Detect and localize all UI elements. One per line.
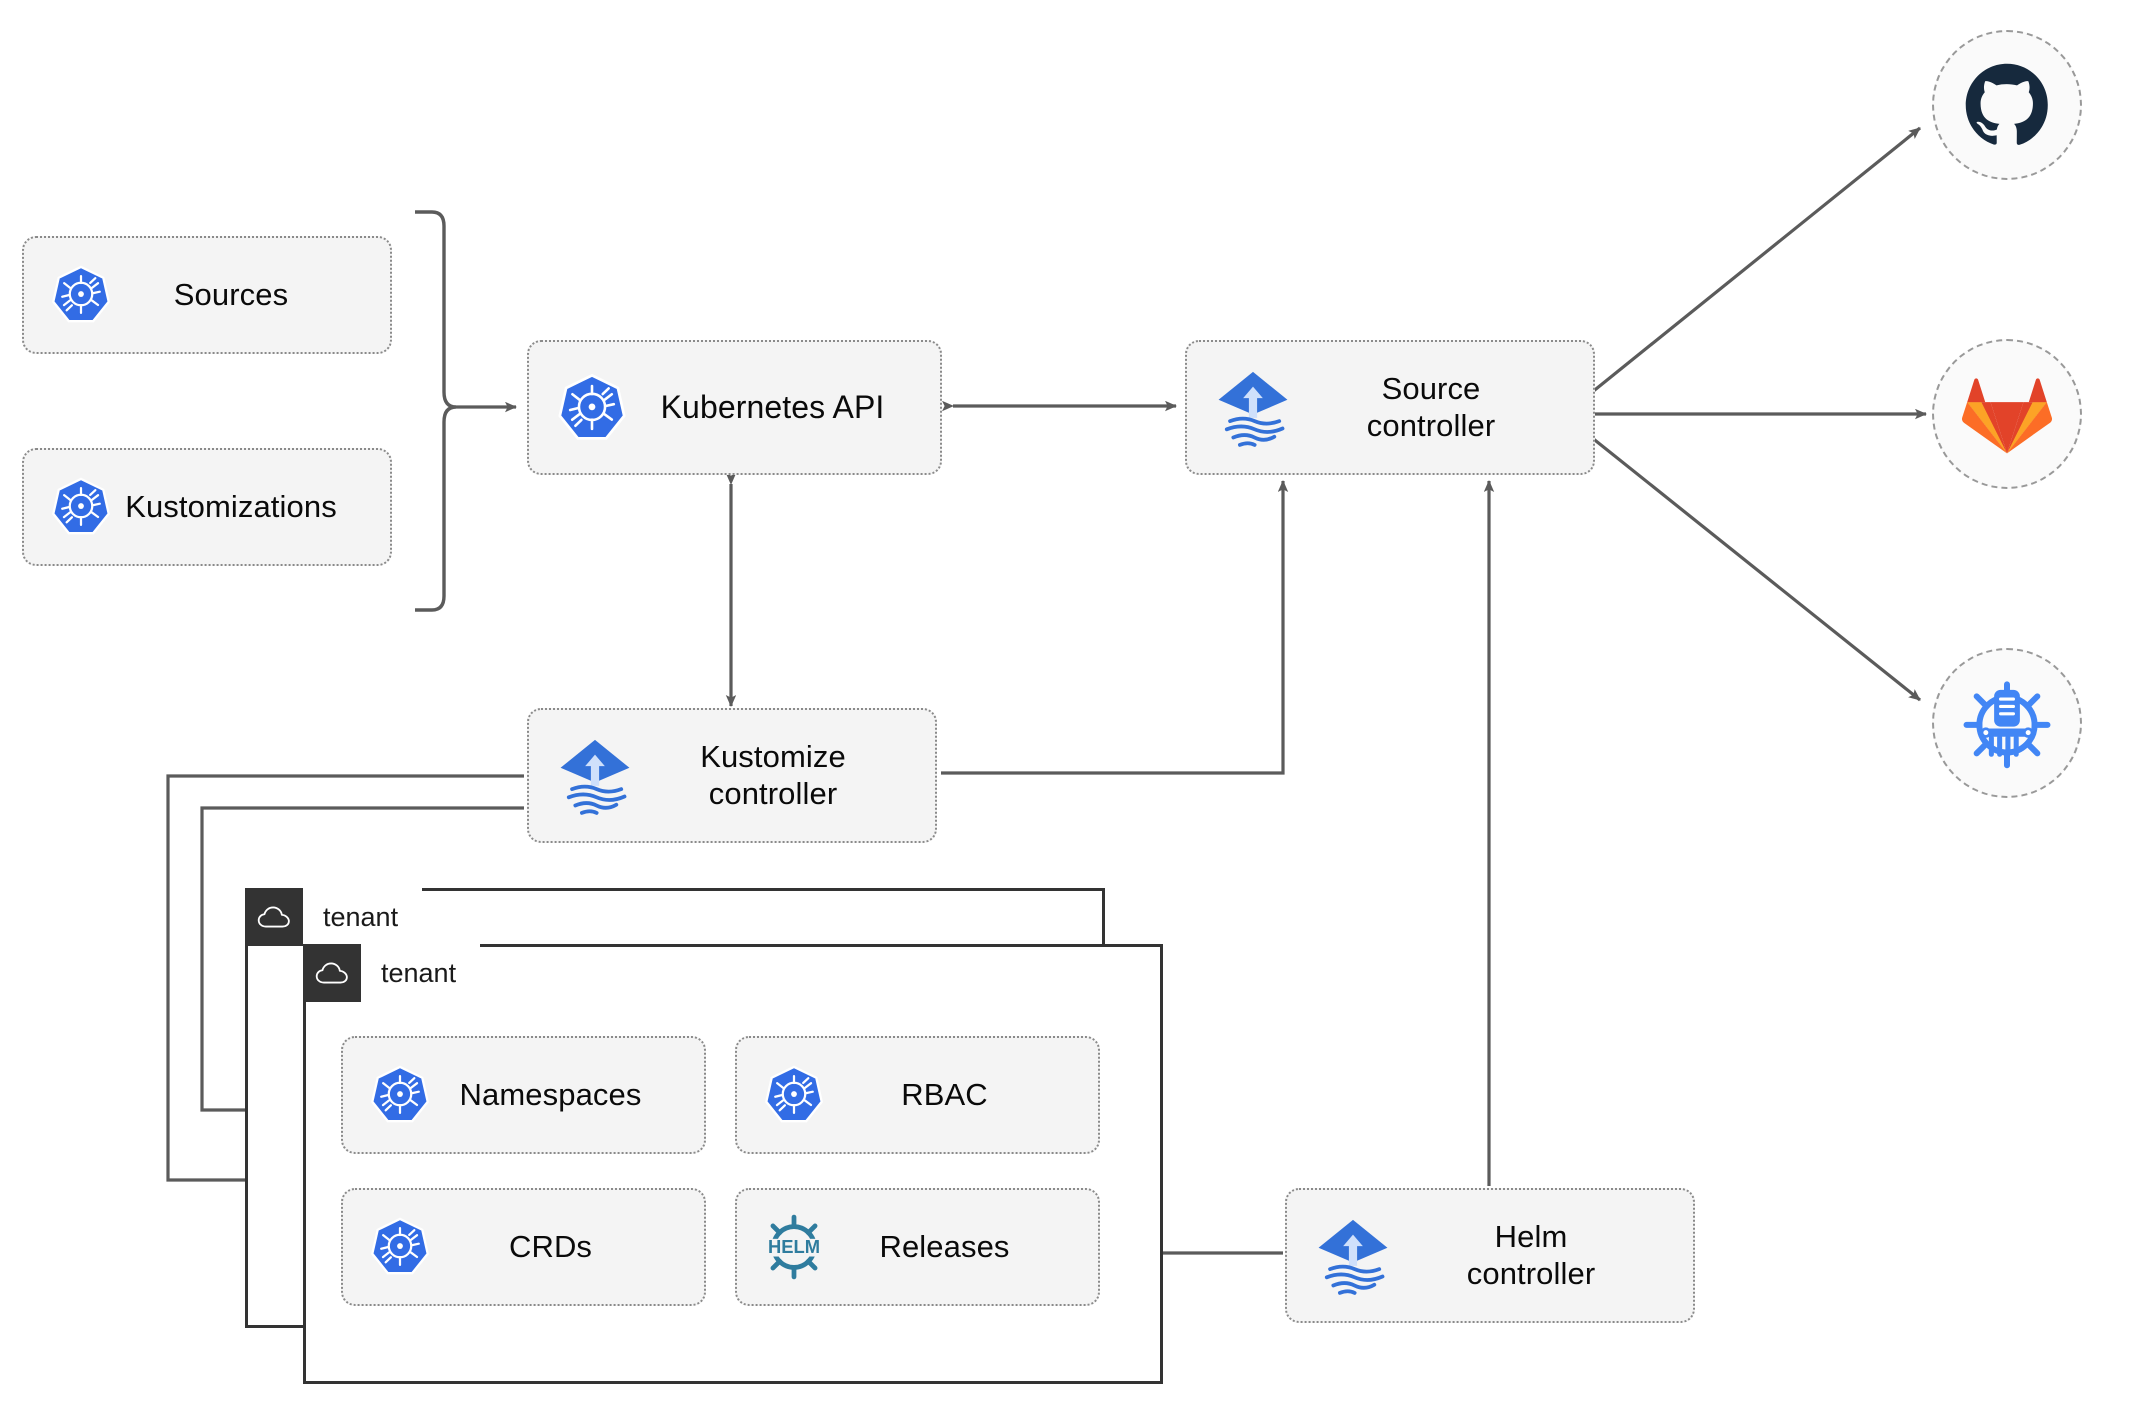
tenant-resource-releases[interactable]: HELM Releases: [735, 1188, 1100, 1306]
cloud-icon: [303, 944, 361, 1002]
kubernetes-icon: [46, 472, 116, 542]
resource-label: Sources: [173, 276, 289, 312]
tenant-resource-namespaces[interactable]: Namespaces: [341, 1036, 706, 1154]
svg-text:HELM: HELM: [768, 1236, 820, 1257]
tenant-container-inner[interactable]: tenant: [303, 944, 1163, 1384]
tenant-resource-label: Releases: [879, 1228, 1010, 1264]
resource-label: Kustomizations: [125, 488, 337, 524]
harbor-icon: [1963, 681, 2051, 769]
tenant-resource-label: RBAC: [901, 1076, 988, 1112]
resource-box-kustomizations[interactable]: Kustomizations: [22, 448, 392, 566]
tenant-resource-crds[interactable]: CRDs: [341, 1188, 706, 1306]
helm-controller-label: Helm controller: [1466, 1218, 1596, 1291]
flux-icon: [1211, 366, 1295, 450]
kubernetes-api-label: Kubernetes API: [660, 388, 885, 425]
flux-icon: [553, 734, 637, 818]
kubernetes-icon: [553, 369, 631, 447]
tenant-resource-label: CRDs: [508, 1228, 593, 1264]
kubernetes-icon: [365, 1060, 435, 1130]
source-controller-label: Source controller: [1366, 370, 1496, 443]
kubernetes-api-box[interactable]: Kubernetes API: [527, 340, 942, 475]
kubernetes-icon: [365, 1212, 435, 1282]
gitlab-icon: [1961, 378, 2053, 454]
provider-gitlab[interactable]: [1932, 339, 2082, 489]
tenant-header: tenant: [245, 888, 423, 946]
cloud-icon: [245, 888, 303, 946]
tenant-header: tenant: [303, 944, 481, 1002]
kustomize-controller-label: Kustomize controller: [700, 738, 846, 811]
source-controller-box[interactable]: Source controller: [1185, 340, 1595, 475]
kubernetes-icon: [759, 1060, 829, 1130]
flux-icon: [1311, 1214, 1395, 1298]
tenant-resource-rbac[interactable]: RBAC: [735, 1036, 1100, 1154]
resource-box-sources[interactable]: Sources: [22, 236, 392, 354]
provider-harbor[interactable]: [1932, 648, 2082, 798]
tenant-label: tenant: [361, 944, 481, 1002]
provider-github[interactable]: [1932, 30, 2082, 180]
tenant-label: tenant: [303, 888, 423, 946]
github-icon: [1965, 63, 2048, 145]
helm-controller-box[interactable]: Helm controller: [1285, 1188, 1695, 1323]
kustomize-controller-box[interactable]: Kustomize controller: [527, 708, 937, 843]
tenant-resource-label: Namespaces: [459, 1076, 642, 1112]
kubernetes-icon: [46, 260, 116, 330]
helm-icon: HELM: [759, 1212, 829, 1282]
